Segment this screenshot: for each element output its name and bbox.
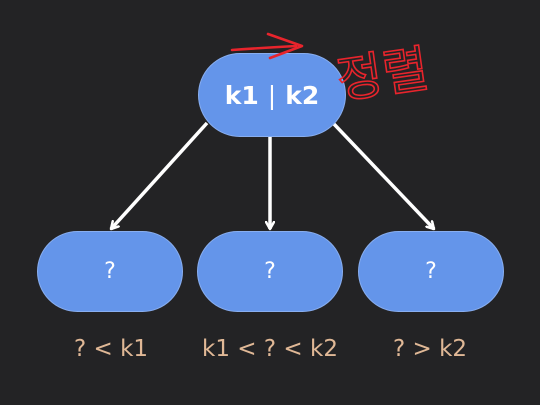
condition-right: ? > k2	[392, 336, 468, 362]
edge-root-left	[109, 121, 209, 229]
root-key1: k1	[224, 80, 259, 110]
child-left-label: ?	[104, 259, 116, 284]
condition-left: ? < k1	[73, 336, 149, 362]
annotation-text: 정렬	[333, 40, 432, 110]
root-key2: k2	[285, 80, 320, 110]
child-middle-label: ?	[264, 259, 276, 284]
child-node-right: ?	[358, 231, 504, 312]
child-right-label: ?	[425, 259, 437, 284]
condition-middle: k1 < ? < k2	[202, 336, 338, 362]
root-separator: |	[267, 80, 277, 110]
edge-root-right	[331, 121, 436, 229]
child-node-left: ?	[37, 231, 183, 312]
root-node: k1 | k2	[198, 53, 346, 137]
annotation-arrow	[230, 32, 304, 60]
child-node-middle: ?	[197, 231, 343, 312]
